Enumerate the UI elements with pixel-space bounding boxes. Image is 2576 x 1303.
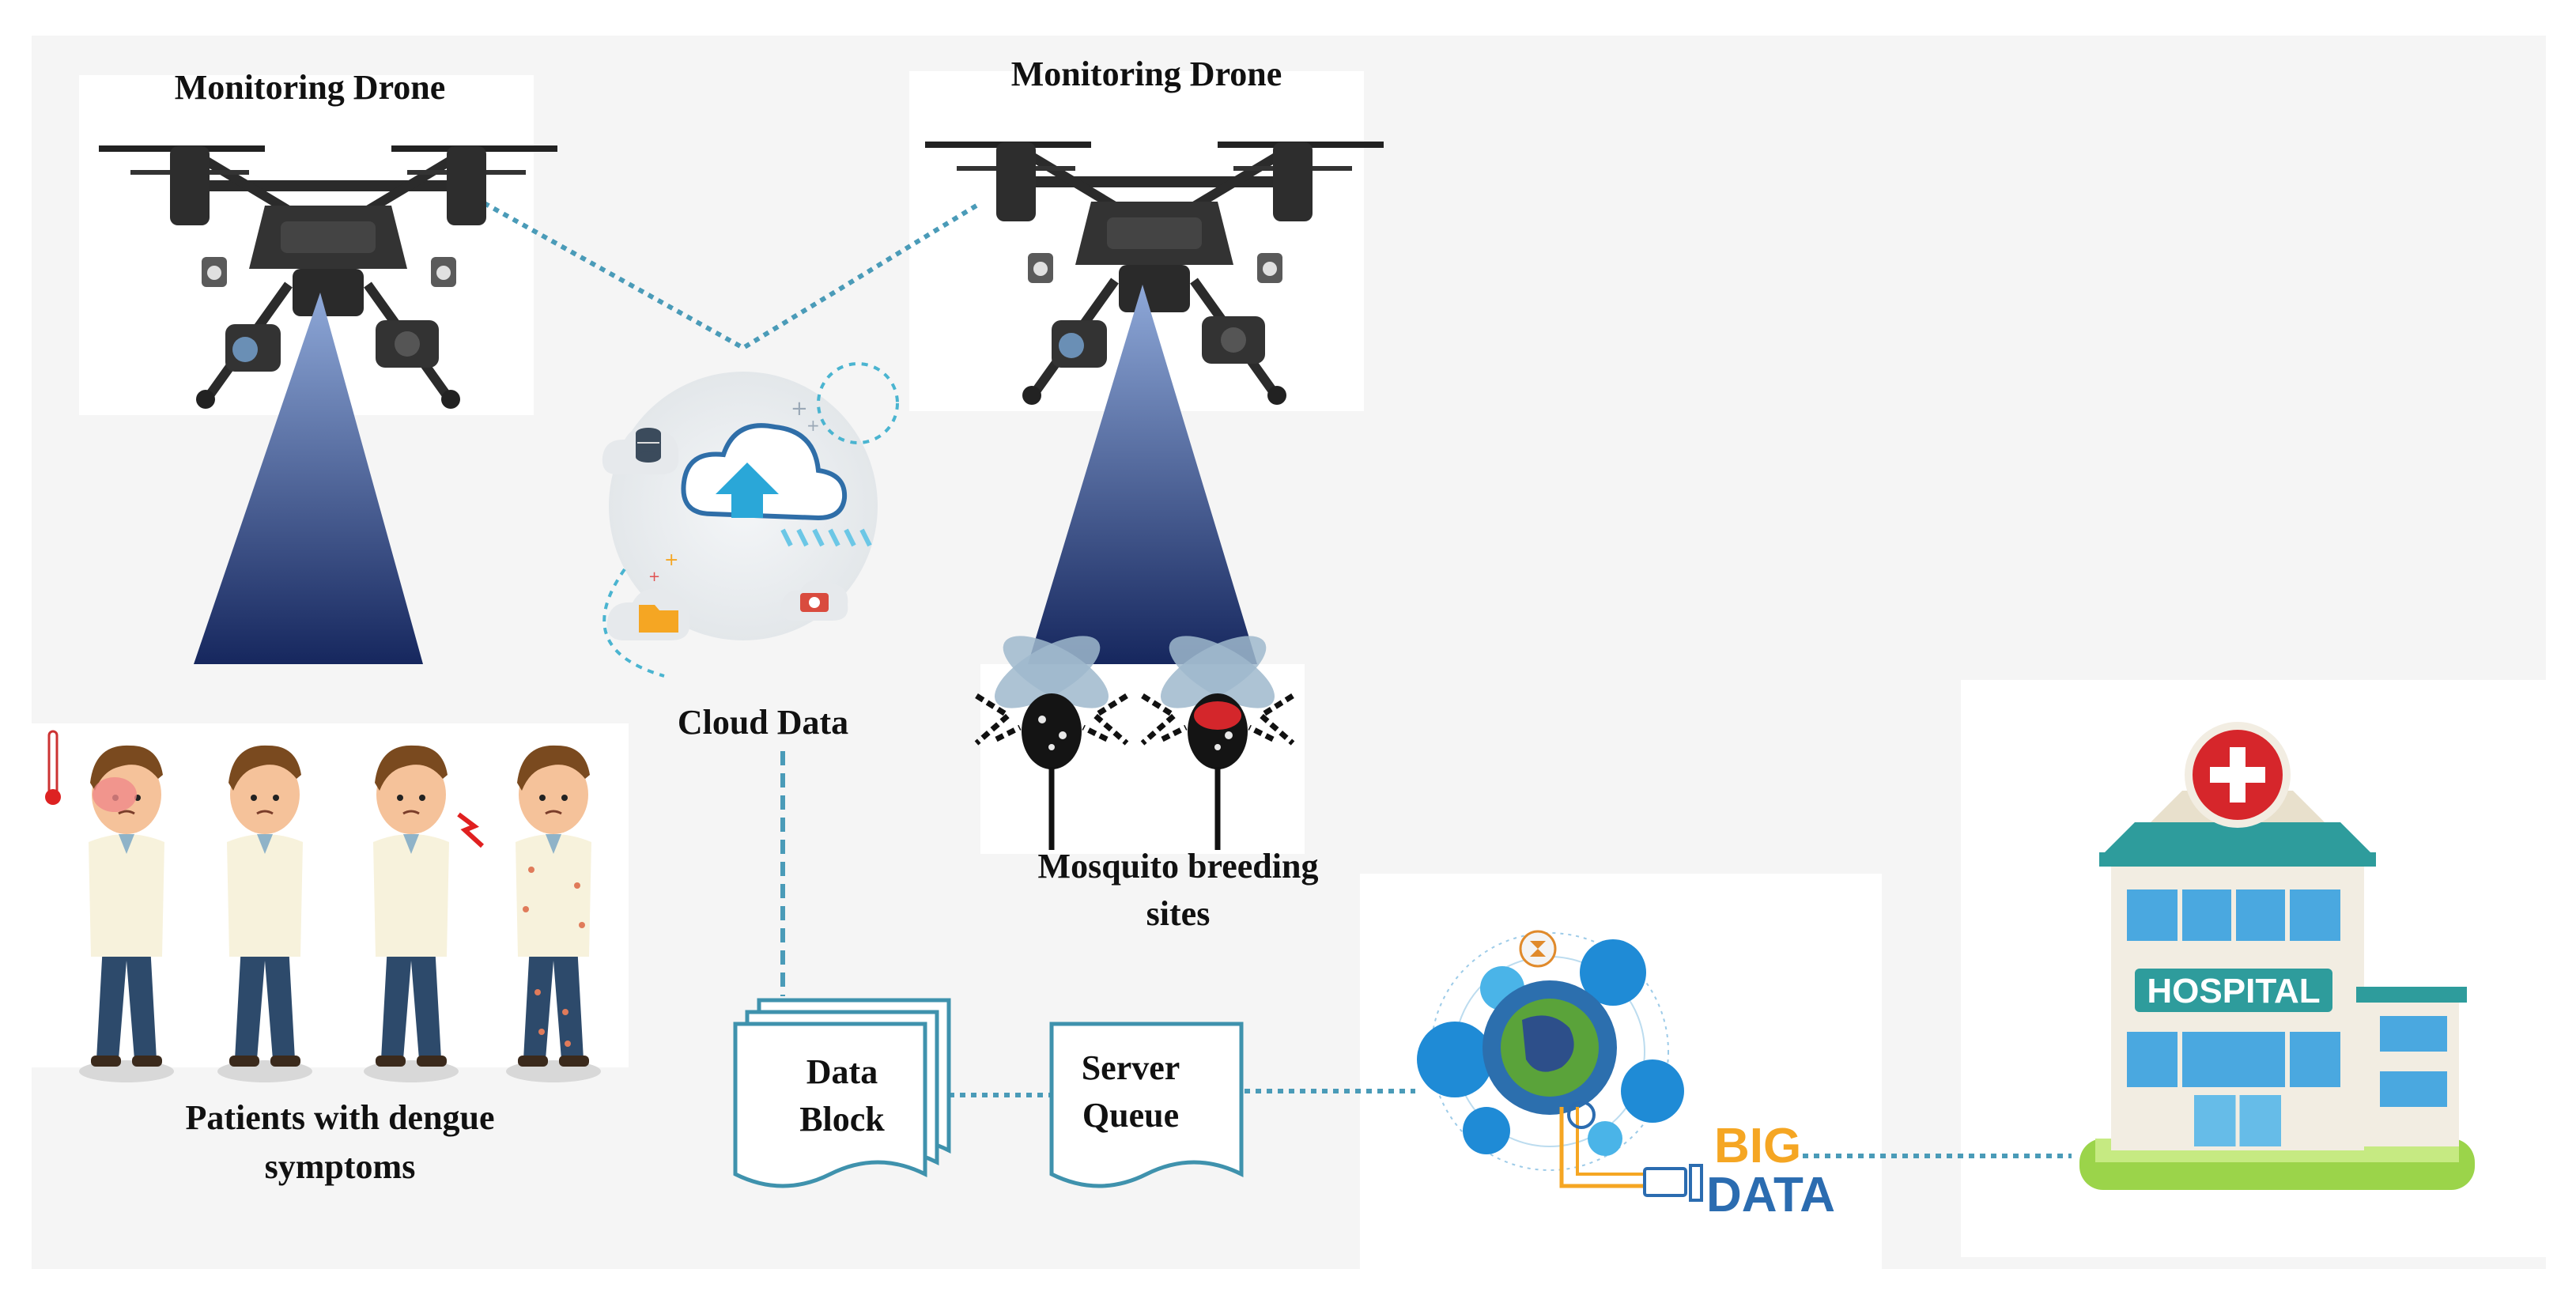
data-block-icon bbox=[735, 1000, 949, 1186]
data-block-label-line1: Data bbox=[806, 1052, 878, 1091]
scan-beam-left bbox=[194, 293, 423, 664]
data-block-label-line2: Block bbox=[799, 1100, 885, 1139]
patient-icon bbox=[504, 744, 602, 1084]
drone-right-label: Monitoring Drone bbox=[1011, 55, 1282, 93]
scan-beam-right bbox=[1028, 285, 1257, 664]
patients-label-line2: symptoms bbox=[265, 1147, 416, 1186]
svg-text:+: + bbox=[806, 416, 820, 435]
patient-icon bbox=[77, 744, 176, 1084]
server-queue-label-line1: Server bbox=[1082, 1048, 1180, 1087]
camera-icon bbox=[800, 593, 829, 612]
hospital-building-icon bbox=[2079, 791, 2475, 1190]
mosquito-label-line1: Mosquito breeding bbox=[1038, 847, 1319, 886]
folder-icon bbox=[639, 605, 678, 633]
connectors bbox=[473, 195, 2072, 1158]
drone-left-label: Monitoring Drone bbox=[175, 68, 446, 107]
hospital-sign-label: HOSPITAL bbox=[2147, 972, 2320, 1010]
globe-icon bbox=[1417, 930, 1684, 1188]
cloud-upload-icon: + + + + bbox=[602, 362, 899, 678]
database-icon bbox=[636, 428, 661, 463]
monitor-icon bbox=[1643, 1164, 1703, 1202]
patients-label-line1: Patients with dengue bbox=[185, 1098, 494, 1137]
svg-text:+: + bbox=[791, 397, 808, 421]
mosquito-icon bbox=[1143, 622, 1293, 850]
red-cross-icon bbox=[2185, 722, 2291, 828]
thermometer-icon bbox=[45, 730, 61, 805]
big-data-label-line1: BIG bbox=[1714, 1119, 1801, 1173]
patient-icon bbox=[362, 744, 485, 1084]
svg-text:+: + bbox=[648, 568, 660, 585]
drone-link-connector bbox=[473, 195, 978, 351]
mosquito-label-line2: sites bbox=[1146, 894, 1211, 933]
server-queue-label-line2: Queue bbox=[1082, 1096, 1179, 1135]
big-data-label-line2: DATA bbox=[1706, 1168, 1835, 1222]
cloud-data-label: Cloud Data bbox=[678, 703, 848, 742]
svg-text:+: + bbox=[664, 550, 678, 570]
